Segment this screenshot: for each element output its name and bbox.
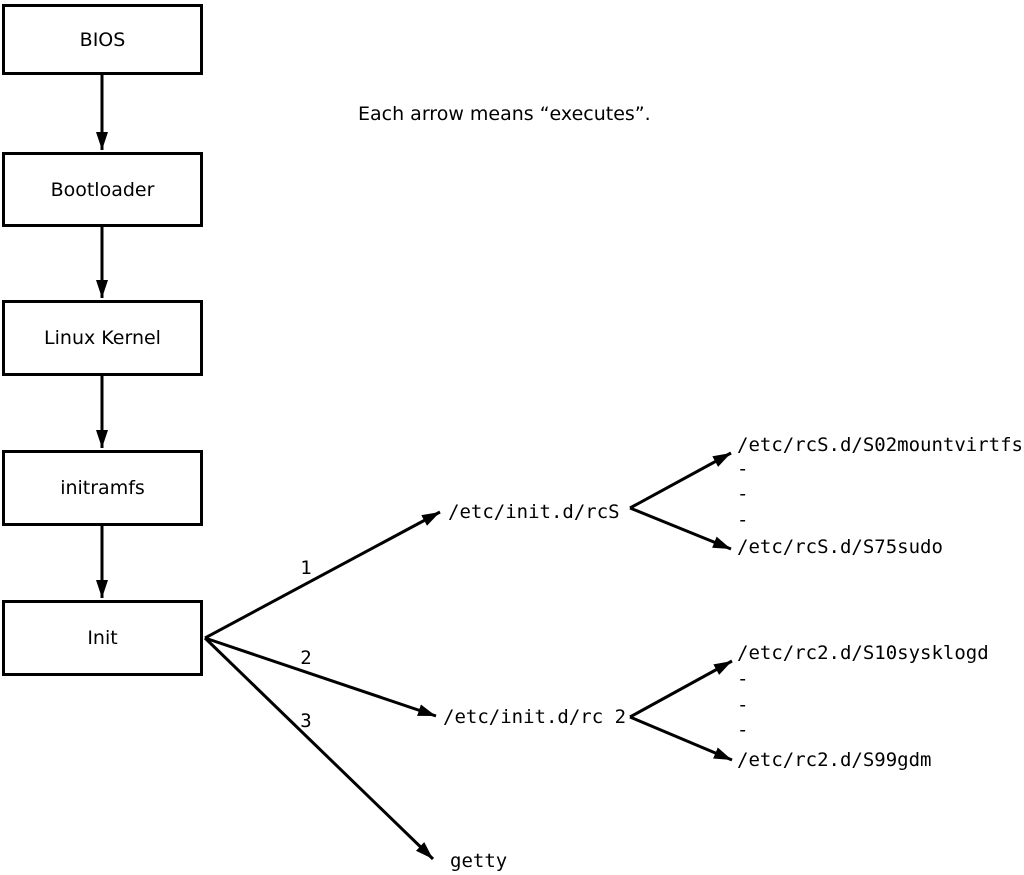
arrow-rc2-to-s99gdm <box>629 715 733 762</box>
label-rc2-s10sysklogd: /etc/rc2.d/S10sysklogd <box>737 642 989 664</box>
arrow-init-to-rcs <box>204 510 441 640</box>
arrow-rc2-to-s10sysklogd <box>629 659 733 719</box>
label-etc-init-d-rc2: /etc/init.d/rc 2 <box>443 706 627 728</box>
box-init-label: Init <box>87 627 118 649</box>
rc2-ellipsis-dash-2: - <box>737 694 749 716</box>
rcs-ellipsis-dash-1: - <box>737 458 749 480</box>
label-rc2-s99gdm: /etc/rc2.d/S99gdm <box>737 749 932 771</box>
arrow-number-3: 3 <box>300 710 312 732</box>
box-bootloader: Bootloader <box>2 152 203 227</box>
arrow-number-2: 2 <box>300 647 312 669</box>
box-initramfs: initramfs <box>2 450 203 526</box>
arrow-init-to-getty <box>203 636 435 861</box>
rcs-ellipsis-dash-3: - <box>737 509 749 531</box>
box-linux-kernel: Linux Kernel <box>2 300 203 376</box>
rcs-ellipsis-dash-2: - <box>737 483 749 505</box>
arrow-init-to-rc2 <box>204 636 437 718</box>
box-bootloader-label: Bootloader <box>50 178 155 201</box>
label-getty: getty <box>450 850 508 872</box>
box-init: Init <box>2 600 203 676</box>
arrow-rcs-to-s75sudo <box>629 506 732 551</box>
box-bios: BIOS <box>2 4 203 75</box>
rc2-ellipsis-dash-3: - <box>737 719 749 741</box>
label-etc-init-d-rcs: /etc/init.d/rcS <box>448 501 620 523</box>
box-initramfs-label: initramfs <box>60 477 145 499</box>
label-rcs-s02mountvirtfs: /etc/rcS.d/S02mountvirtfs <box>737 434 1023 456</box>
note-arrow-meaning: Each arrow means “executes”. <box>358 103 651 125</box>
arrow-number-1: 1 <box>300 557 312 579</box>
box-linux-kernel-label: Linux Kernel <box>44 327 161 349</box>
rc2-ellipsis-dash-1: - <box>737 668 749 690</box>
box-bios-label: BIOS <box>79 28 126 51</box>
label-rcs-s75sudo: /etc/rcS.d/S75sudo <box>737 536 943 558</box>
arrow-rcs-to-s02mountvirtfs <box>629 451 732 510</box>
